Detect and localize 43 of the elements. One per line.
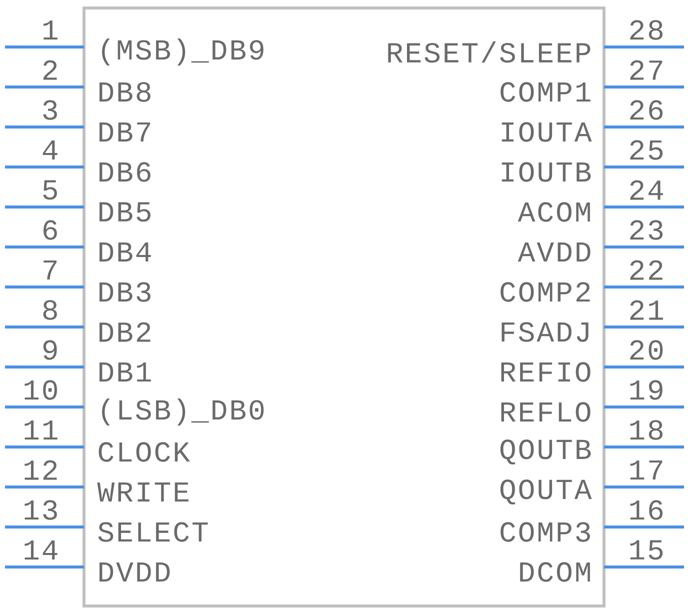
pin-name: REFLO bbox=[501, 402, 590, 422]
pin-name: DB7 bbox=[100, 122, 150, 142]
pin-name: IOUTB bbox=[502, 162, 591, 182]
pin-number: 1 bbox=[44, 20, 58, 40]
pin-name: QOUTB bbox=[500, 440, 591, 464]
pin-number: 2 bbox=[43, 60, 57, 80]
pin-name: RESET/SLEEP bbox=[388, 41, 590, 63]
pin-name: DB1 bbox=[100, 362, 151, 382]
pin-name: ACOM bbox=[518, 202, 590, 222]
pin-number: 10 bbox=[24, 380, 57, 400]
pin-number: 14 bbox=[24, 540, 58, 560]
pin-name: DVDD bbox=[100, 562, 170, 582]
pin-number: 5 bbox=[43, 180, 57, 200]
pin-name: DB5 bbox=[100, 202, 150, 222]
pin-name: FSADJ bbox=[502, 322, 588, 342]
pin-number: 13 bbox=[24, 500, 57, 520]
pin-number: 7 bbox=[44, 260, 57, 280]
pin-name: DB4 bbox=[100, 242, 151, 262]
pin-number: 4 bbox=[42, 140, 58, 160]
pin-number: 12 bbox=[24, 460, 57, 480]
pin-name: DB2 bbox=[100, 322, 150, 342]
pin-name: DCOM bbox=[520, 562, 590, 582]
pin-name: QOUTA bbox=[500, 480, 592, 504]
pin-number: 3 bbox=[43, 100, 57, 120]
pin-name: DB3 bbox=[100, 282, 150, 302]
pin-name: SELECT bbox=[98, 522, 208, 542]
pin-name: DB6 bbox=[100, 162, 150, 182]
pin-name: AVDD bbox=[518, 242, 590, 262]
pin-name: COMP1 bbox=[500, 82, 590, 102]
pin-name: (MSB)_DB9 bbox=[102, 38, 264, 66]
pin-number: 8 bbox=[43, 300, 57, 320]
pin-number: 6 bbox=[44, 220, 57, 240]
pin-name: WRITE bbox=[97, 482, 188, 502]
pin-name: CLOCK bbox=[98, 442, 190, 462]
pin-number: 9 bbox=[43, 340, 57, 360]
pin-name: DB8 bbox=[100, 82, 150, 102]
pin-number: 11 bbox=[24, 420, 58, 440]
pin-name: (LSB)_DB0 bbox=[102, 398, 264, 426]
pin-name: COMP3 bbox=[500, 522, 590, 542]
ic-body bbox=[82, 6, 606, 608]
pin-name: IOUTA bbox=[502, 122, 592, 142]
pin-name: COMP2 bbox=[500, 282, 590, 302]
pin-name: REFIO bbox=[501, 362, 590, 382]
